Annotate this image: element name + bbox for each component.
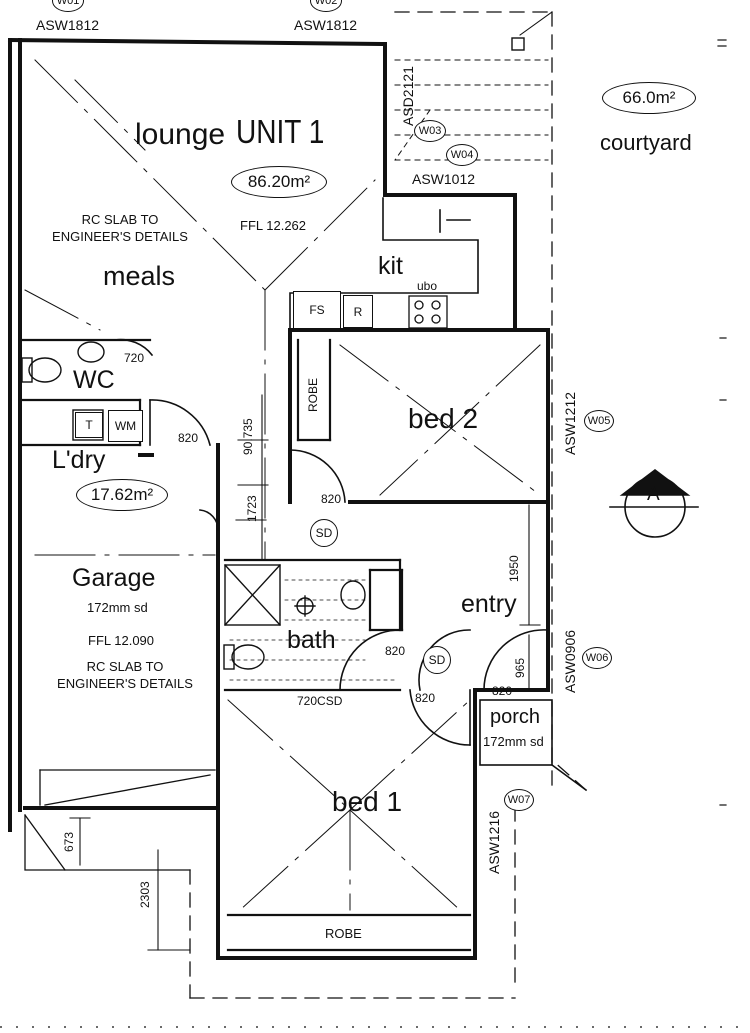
room-label-bed2: bed 2 xyxy=(408,403,479,434)
dim-673: 673 xyxy=(62,831,76,852)
room-label-meals: meals xyxy=(103,261,176,291)
window-size-asw1812-right: ASW1812 xyxy=(294,17,358,33)
unit-title: UNIT 1 xyxy=(236,113,325,150)
dim-820-bed1: 820 xyxy=(415,691,436,705)
window-size-asw1216: ASW1216 xyxy=(486,810,502,874)
garage-step-down: 172mm sd xyxy=(87,600,148,615)
room-label-kit: kit xyxy=(378,252,403,280)
room-diagonals xyxy=(24,59,541,911)
room-label-porch: porch xyxy=(490,706,541,728)
section-marker-letter: A xyxy=(647,484,660,505)
room-label-wc: WC xyxy=(73,366,115,394)
robe-bed1: ROBE xyxy=(325,926,362,941)
room-label-laundry: L'dry xyxy=(52,446,106,474)
room-label-courtyard: courtyard xyxy=(600,130,692,155)
smoke-detector-hall: SD xyxy=(310,519,338,547)
dim-965: 965 xyxy=(513,657,527,678)
washing-machine: WM xyxy=(108,410,143,442)
stove xyxy=(408,295,448,329)
window-size-asw1812-left: ASW1812 xyxy=(36,17,100,33)
dim-1723: 1723 xyxy=(245,495,259,522)
dim-1950: 1950 xyxy=(507,555,521,582)
window-w03-tag: W03 xyxy=(414,120,446,142)
unit-area-oval: 86.20m² xyxy=(231,166,327,198)
window-w04-tag: W04 xyxy=(446,144,478,166)
smoke-detector-entry: SD xyxy=(423,646,451,674)
window-size-asw1012: ASW1012 xyxy=(412,171,476,187)
ffl-garage: FFL 12.090 xyxy=(88,633,155,648)
slab-note-upper: RC SLAB TO ENGINEER'S DETAILS xyxy=(52,212,188,244)
fixtures xyxy=(21,341,366,670)
window-size-asd2121: ASD2121 xyxy=(400,66,416,126)
interior-walls xyxy=(20,338,472,952)
window-size-asw0906: ASW0906 xyxy=(562,629,578,693)
window-size-asw1212: ASW1212 xyxy=(562,391,578,455)
dim-90-735: 90.735 xyxy=(241,418,255,455)
patio xyxy=(394,59,549,161)
window-w07-tag: W07 xyxy=(504,789,534,811)
edge-ticks xyxy=(717,39,727,806)
porch xyxy=(479,699,588,792)
label-ubo: ubo xyxy=(417,279,438,293)
exterior-walls xyxy=(7,37,550,960)
room-label-bath: bath xyxy=(287,626,336,654)
room-label-lounge: lounge xyxy=(135,118,226,151)
freestanding-unit: FS xyxy=(293,291,341,329)
kitchen-bench xyxy=(289,197,479,331)
dim-2303: 2303 xyxy=(138,881,152,908)
dim-820-laundry: 820 xyxy=(178,431,199,445)
bath-tiles xyxy=(229,579,396,681)
downpipe-square xyxy=(511,37,525,51)
shower xyxy=(224,564,281,626)
dim-820-bath: 820 xyxy=(385,644,406,658)
porch-step-down: 172mm sd xyxy=(483,734,544,749)
laundry-tub: T xyxy=(75,412,103,438)
courtyard-area-oval: 66.0m² xyxy=(602,82,696,114)
window-w06-tag: W06 xyxy=(582,647,612,669)
room-label-entry: entry xyxy=(461,590,517,618)
slab-note-garage: RC SLAB TO ENGINEER'S DETAILS xyxy=(57,659,193,691)
fridge-box: R xyxy=(343,295,373,328)
dim-720csd: 720CSD xyxy=(297,694,343,708)
garage-door xyxy=(24,769,216,871)
window-w05-tag: W05 xyxy=(584,410,614,432)
dim-820-bed2: 820 xyxy=(321,492,342,506)
garage-area-oval: 17.62m² xyxy=(76,479,168,511)
section-marker xyxy=(609,468,699,538)
robe-bed2: ROBE xyxy=(306,377,320,412)
room-label-garage: Garage xyxy=(72,564,156,592)
dim-720-wc: 720 xyxy=(124,351,145,365)
door-swings xyxy=(114,338,549,746)
dimension-lines xyxy=(69,394,541,951)
dim-820-entry: 820 xyxy=(492,684,513,698)
room-label-bed1: bed 1 xyxy=(332,786,403,817)
ffl-upper: FFL 12.262 xyxy=(240,218,307,233)
